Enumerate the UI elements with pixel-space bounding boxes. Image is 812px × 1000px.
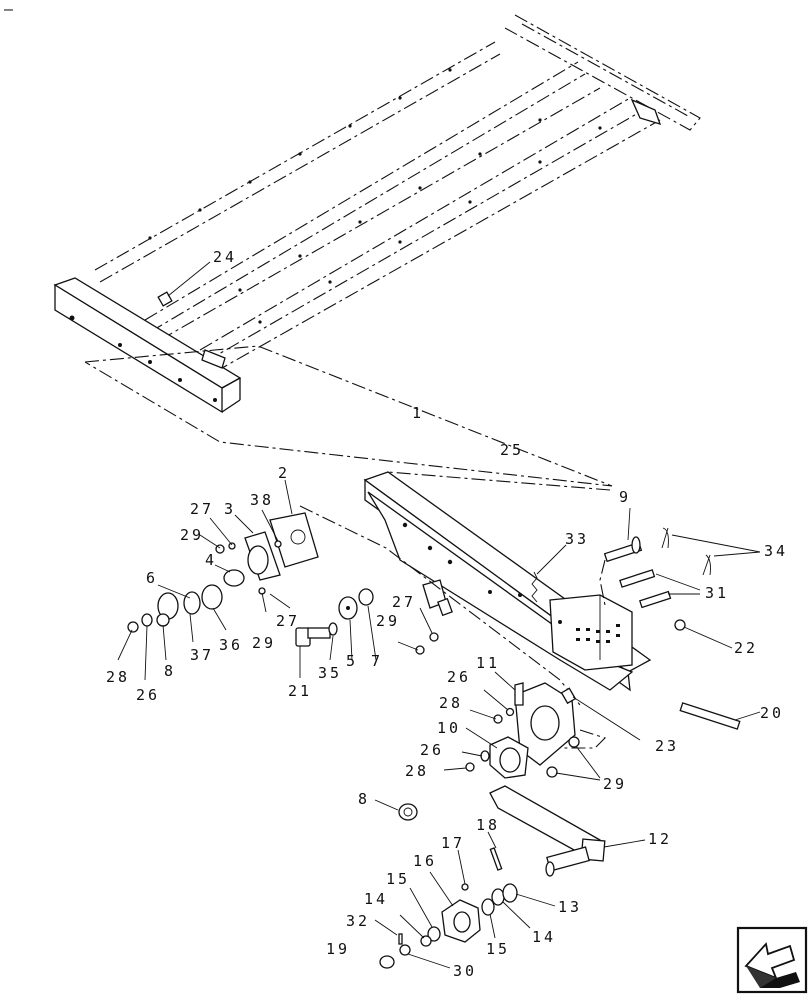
next-page-button[interactable] (736, 926, 808, 994)
callout-26a: 26 (136, 686, 160, 704)
callout-8b: 8 (358, 790, 370, 808)
callout-20: 20 (760, 704, 784, 722)
main-plate-part-1 (299, 471, 652, 706)
callout-32: 32 (346, 912, 370, 930)
callout-22: 22 (734, 639, 758, 657)
callout-14a: 14 (364, 890, 388, 908)
callout-26c: 26 (420, 741, 444, 759)
callout-28b: 28 (439, 694, 463, 712)
arm-assembly (374, 785, 646, 969)
callout-14b: 14 (532, 928, 556, 946)
callout-37: 37 (190, 646, 214, 664)
callout-16: 16 (413, 852, 437, 870)
callout-18: 18 (476, 816, 500, 834)
callout-10: 10 (437, 719, 461, 737)
callout-28c: 28 (405, 762, 429, 780)
callout-3: 3 (224, 500, 236, 518)
callout-34: 34 (764, 542, 788, 560)
pivot-bracket-assembly (443, 671, 641, 781)
callout-29b: 29 (252, 634, 276, 652)
callout-17: 17 (441, 834, 465, 852)
callout-29d: 29 (603, 775, 627, 793)
callout-5: 5 (346, 652, 358, 670)
next-page-arrow-icon (744, 942, 800, 988)
callout-27a: 27 (190, 500, 214, 518)
callout-27c: 27 (392, 593, 416, 611)
left-bearing-stack (117, 479, 439, 681)
callout-12: 12 (648, 830, 672, 848)
callout-1: 1 (412, 404, 424, 422)
callout-13: 13 (558, 898, 582, 916)
callout-19: 19 (326, 940, 350, 958)
callout-9: 9 (619, 488, 631, 506)
callout-labels: 24 1 25 2 27 3 38 29 4 6 27 29 27 29 9 3… (106, 248, 788, 980)
callout-28a: 28 (106, 668, 130, 686)
pins-and-clips (599, 507, 761, 730)
callout-35: 35 (318, 664, 342, 682)
callout-29a: 29 (180, 526, 204, 544)
callout-21: 21 (288, 682, 312, 700)
callout-24: 24 (213, 248, 237, 266)
callout-7: 7 (371, 652, 383, 670)
callout-15b: 15 (486, 940, 510, 958)
frame-assembly (53, 14, 701, 414)
callout-8a: 8 (164, 662, 176, 680)
callout-25: 25 (500, 441, 524, 459)
callout-26b: 26 (447, 668, 471, 686)
callout-31: 31 (705, 584, 729, 602)
callout-29c: 29 (376, 612, 400, 630)
callout-4: 4 (205, 551, 217, 569)
callout-36: 36 (219, 636, 243, 654)
callout-33: 33 (565, 530, 589, 548)
callout-30: 30 (453, 962, 477, 980)
callout-11: 11 (476, 654, 500, 672)
callout-2: 2 (278, 464, 290, 482)
callout-15a: 15 (386, 870, 410, 888)
callout-23: 23 (655, 737, 679, 755)
callout-6: 6 (146, 569, 158, 587)
callout-27b: 27 (276, 612, 300, 630)
top-left-mark: – (4, 0, 16, 18)
callout-38: 38 (250, 491, 274, 509)
